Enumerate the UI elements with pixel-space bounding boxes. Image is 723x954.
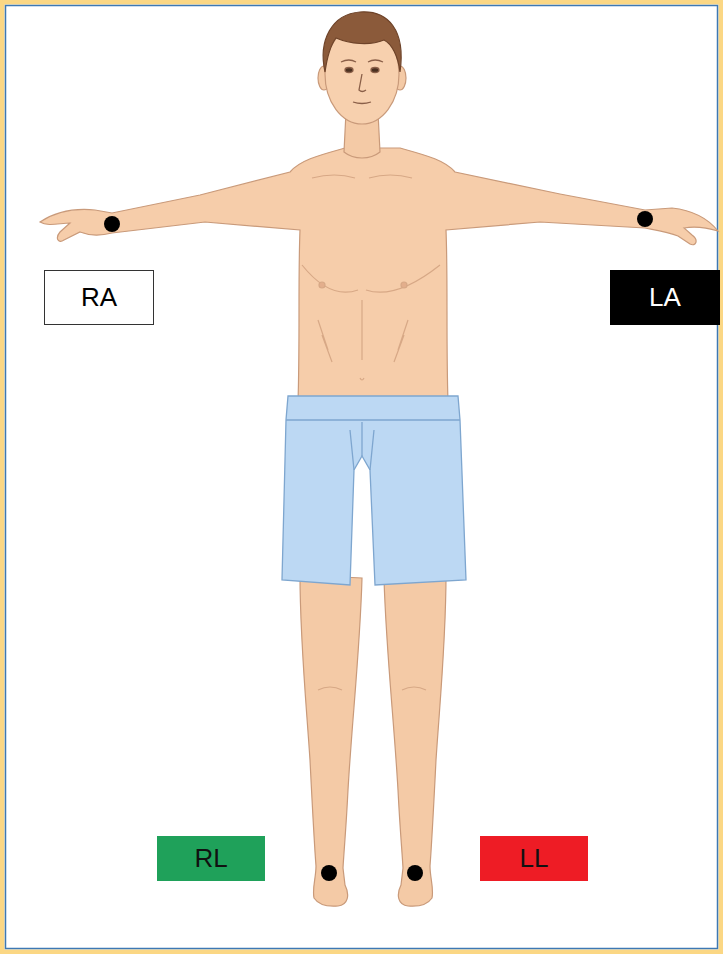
waistband (286, 419, 460, 420)
mouth (353, 102, 371, 104)
electrode-dot (637, 211, 653, 227)
electrode-label-box: RA (44, 270, 154, 325)
hair (323, 12, 401, 72)
pectoral-line (302, 265, 358, 292)
electrode-label-box: LA (610, 270, 720, 325)
knee (318, 687, 426, 690)
shorts (282, 396, 466, 585)
electrode-label: LA (649, 283, 681, 312)
electrode-dots (104, 211, 653, 881)
nose (359, 74, 366, 92)
electrode-dot (104, 216, 120, 232)
fly (350, 422, 374, 470)
nipple (401, 282, 407, 288)
nipple (319, 282, 325, 288)
electrode-label-box: LL (480, 836, 588, 881)
rib-line (318, 320, 408, 362)
brow (341, 60, 356, 62)
midline (361, 300, 362, 360)
brow (368, 60, 383, 62)
electrode-label-box: RL (157, 836, 265, 881)
electrode-label: LL (520, 844, 549, 873)
left-leg (384, 575, 446, 906)
collarbone (369, 175, 412, 178)
navel (360, 378, 364, 380)
electrode-label: RL (194, 844, 227, 873)
eye (371, 68, 379, 73)
inner-frame (6, 6, 718, 949)
right-leg (300, 575, 362, 906)
face (341, 60, 383, 104)
electrode-label: RA (81, 283, 117, 312)
human-figure (40, 12, 718, 906)
shorts-body (282, 396, 466, 585)
pectoral-line (366, 265, 440, 292)
eye (345, 68, 353, 73)
electrode-dot (407, 865, 423, 881)
electrode-dot (321, 865, 337, 881)
collarbone (312, 175, 355, 178)
